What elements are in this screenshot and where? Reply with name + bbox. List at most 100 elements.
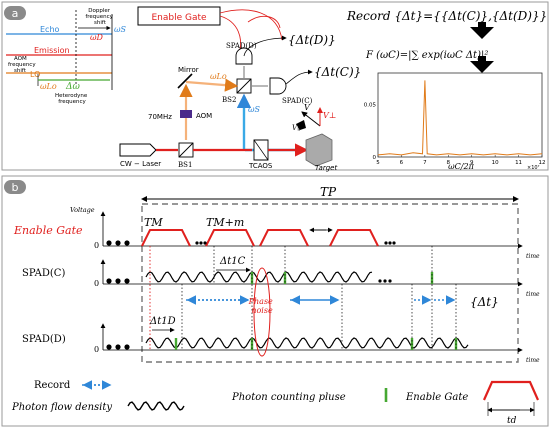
aom-shift-label: AOM frequency shift bbox=[8, 56, 37, 74]
panel-b-frame bbox=[1, 175, 549, 427]
dot bbox=[378, 279, 382, 283]
aom-line-1: AOM bbox=[14, 56, 27, 62]
dot bbox=[115, 240, 121, 246]
spectrum-x-tick-label: 8 bbox=[447, 160, 451, 166]
gate-pulse-1 bbox=[141, 229, 191, 247]
gate-dots bbox=[195, 241, 396, 245]
spad-c-dots bbox=[378, 279, 392, 283]
tcaos-label: TCAOS bbox=[248, 162, 273, 170]
dot bbox=[203, 241, 207, 245]
dot bbox=[124, 240, 130, 246]
tcaos-diag bbox=[253, 139, 269, 161]
dot bbox=[106, 278, 112, 284]
dot bbox=[384, 241, 388, 245]
aom-line-3: shift bbox=[14, 68, 27, 74]
down-arrow-1 bbox=[470, 22, 494, 39]
gate-pulse-4 bbox=[329, 229, 379, 247]
dot bbox=[115, 344, 121, 350]
down-arrow-2 bbox=[470, 56, 494, 73]
legend: Record Photon flow density Photon counti… bbox=[11, 380, 540, 426]
energy-diagram: Echo Emission LO Doppler frequency shift… bbox=[6, 8, 127, 105]
tm-label: TM bbox=[144, 216, 163, 229]
panel-a-frame bbox=[1, 1, 549, 171]
panel-a: a Echo Emission LO Doppler frequency shi… bbox=[1, 1, 549, 172]
laser-label: CW − Laser bbox=[120, 160, 161, 168]
aom-label: AOM bbox=[196, 112, 212, 120]
voltage-label: Voltage bbox=[70, 206, 95, 214]
legend-record-label: Record bbox=[34, 380, 71, 391]
spad-d-photon-flow bbox=[145, 337, 469, 349]
spectrum-x-tick-label: 11 bbox=[515, 160, 522, 166]
doppler-label: Doppler frequency shift bbox=[85, 8, 114, 26]
dt-d-set: {Δt(D)} bbox=[288, 33, 336, 47]
legend-td-label: td bbox=[507, 416, 517, 426]
legend-photon-flow-label: Photon flow density bbox=[11, 402, 112, 413]
dot bbox=[195, 241, 199, 245]
spad-d-wire bbox=[243, 35, 287, 57]
target-block bbox=[305, 133, 333, 167]
v-vector bbox=[301, 111, 321, 127]
aom-block bbox=[180, 110, 192, 118]
dt-set-label: {Δt} bbox=[470, 295, 499, 309]
timing-axes: 0 0 0 time time time bbox=[94, 211, 540, 364]
heterodyne-label: Heterodyne frequency bbox=[55, 93, 89, 105]
mhz-label: 70MHz bbox=[148, 113, 172, 121]
phase-noise-line-1: Phase bbox=[248, 297, 273, 306]
time-label-c: time bbox=[526, 291, 540, 298]
omega-s-label: ωS bbox=[114, 25, 127, 34]
time-label-gate: time bbox=[526, 253, 540, 260]
dt-d-label: Δt1D bbox=[149, 316, 176, 327]
optical-setup: Enable Gate SPAD(D) {Δt(D)} SPAD(C) {Δt(… bbox=[119, 6, 361, 172]
panel-b-badge-bg bbox=[4, 180, 26, 194]
doppler-line-1: Doppler bbox=[88, 8, 110, 14]
bs2-label: BS2 bbox=[222, 96, 236, 104]
phase-noise-line-2: noise bbox=[251, 306, 273, 315]
mirror bbox=[177, 73, 193, 89]
gate-pulse-2 bbox=[205, 229, 255, 247]
enable-gate-box bbox=[137, 6, 221, 26]
heterodyne-line-2: frequency bbox=[58, 99, 86, 105]
tp-label: TP bbox=[320, 185, 337, 199]
panel-a-badge: a bbox=[12, 7, 19, 20]
spectrum-y-tick-label: 0.05 bbox=[364, 103, 377, 109]
time-guides bbox=[181, 246, 457, 350]
leading-dots bbox=[106, 240, 130, 350]
gate-pulse-3 bbox=[259, 229, 309, 247]
dot bbox=[383, 279, 387, 283]
dot bbox=[124, 278, 130, 284]
spad-d-zero: 0 bbox=[94, 345, 99, 354]
bs1-label: BS1 bbox=[178, 161, 192, 169]
lo-label: LO bbox=[30, 70, 40, 79]
v-label: V bbox=[304, 103, 311, 112]
omega-s-beam-label: ωS bbox=[248, 105, 261, 114]
spad-c-row-label: SPAD(C) bbox=[22, 268, 65, 279]
dot bbox=[199, 241, 203, 245]
tm-m-label: TM+m bbox=[206, 216, 244, 229]
target-label: Target bbox=[315, 164, 337, 172]
omega-lo-label: ωLo bbox=[40, 82, 57, 91]
dot bbox=[388, 241, 392, 245]
spad-d-detector bbox=[235, 47, 253, 65]
delta-omega-label: Δω bbox=[65, 82, 80, 92]
dot bbox=[392, 241, 396, 245]
doppler-line-2: frequency bbox=[85, 14, 113, 20]
legend-gate-pulse bbox=[482, 380, 540, 401]
gate-pulses bbox=[141, 229, 379, 247]
spectrum-line bbox=[377, 80, 543, 156]
omega-d-label: ωD bbox=[90, 33, 104, 42]
phase-noise-ellipse bbox=[253, 267, 271, 357]
spectrum-x-tick-label: 10 bbox=[492, 160, 499, 166]
spectrum-x-exponent: ×10⁷ bbox=[527, 165, 540, 171]
dt-c-label: Δt1C bbox=[219, 256, 246, 267]
dot bbox=[106, 240, 112, 246]
heterodyne-line-1: Heterodyne bbox=[55, 93, 88, 99]
lo-beam bbox=[185, 78, 239, 92]
spad-c-detector bbox=[269, 77, 287, 95]
dot bbox=[115, 278, 121, 284]
v-perp-label: V⊥ bbox=[323, 111, 336, 120]
spectrum-x-tick-label: 5 bbox=[376, 160, 380, 166]
gate-zero: 0 bbox=[94, 241, 99, 250]
